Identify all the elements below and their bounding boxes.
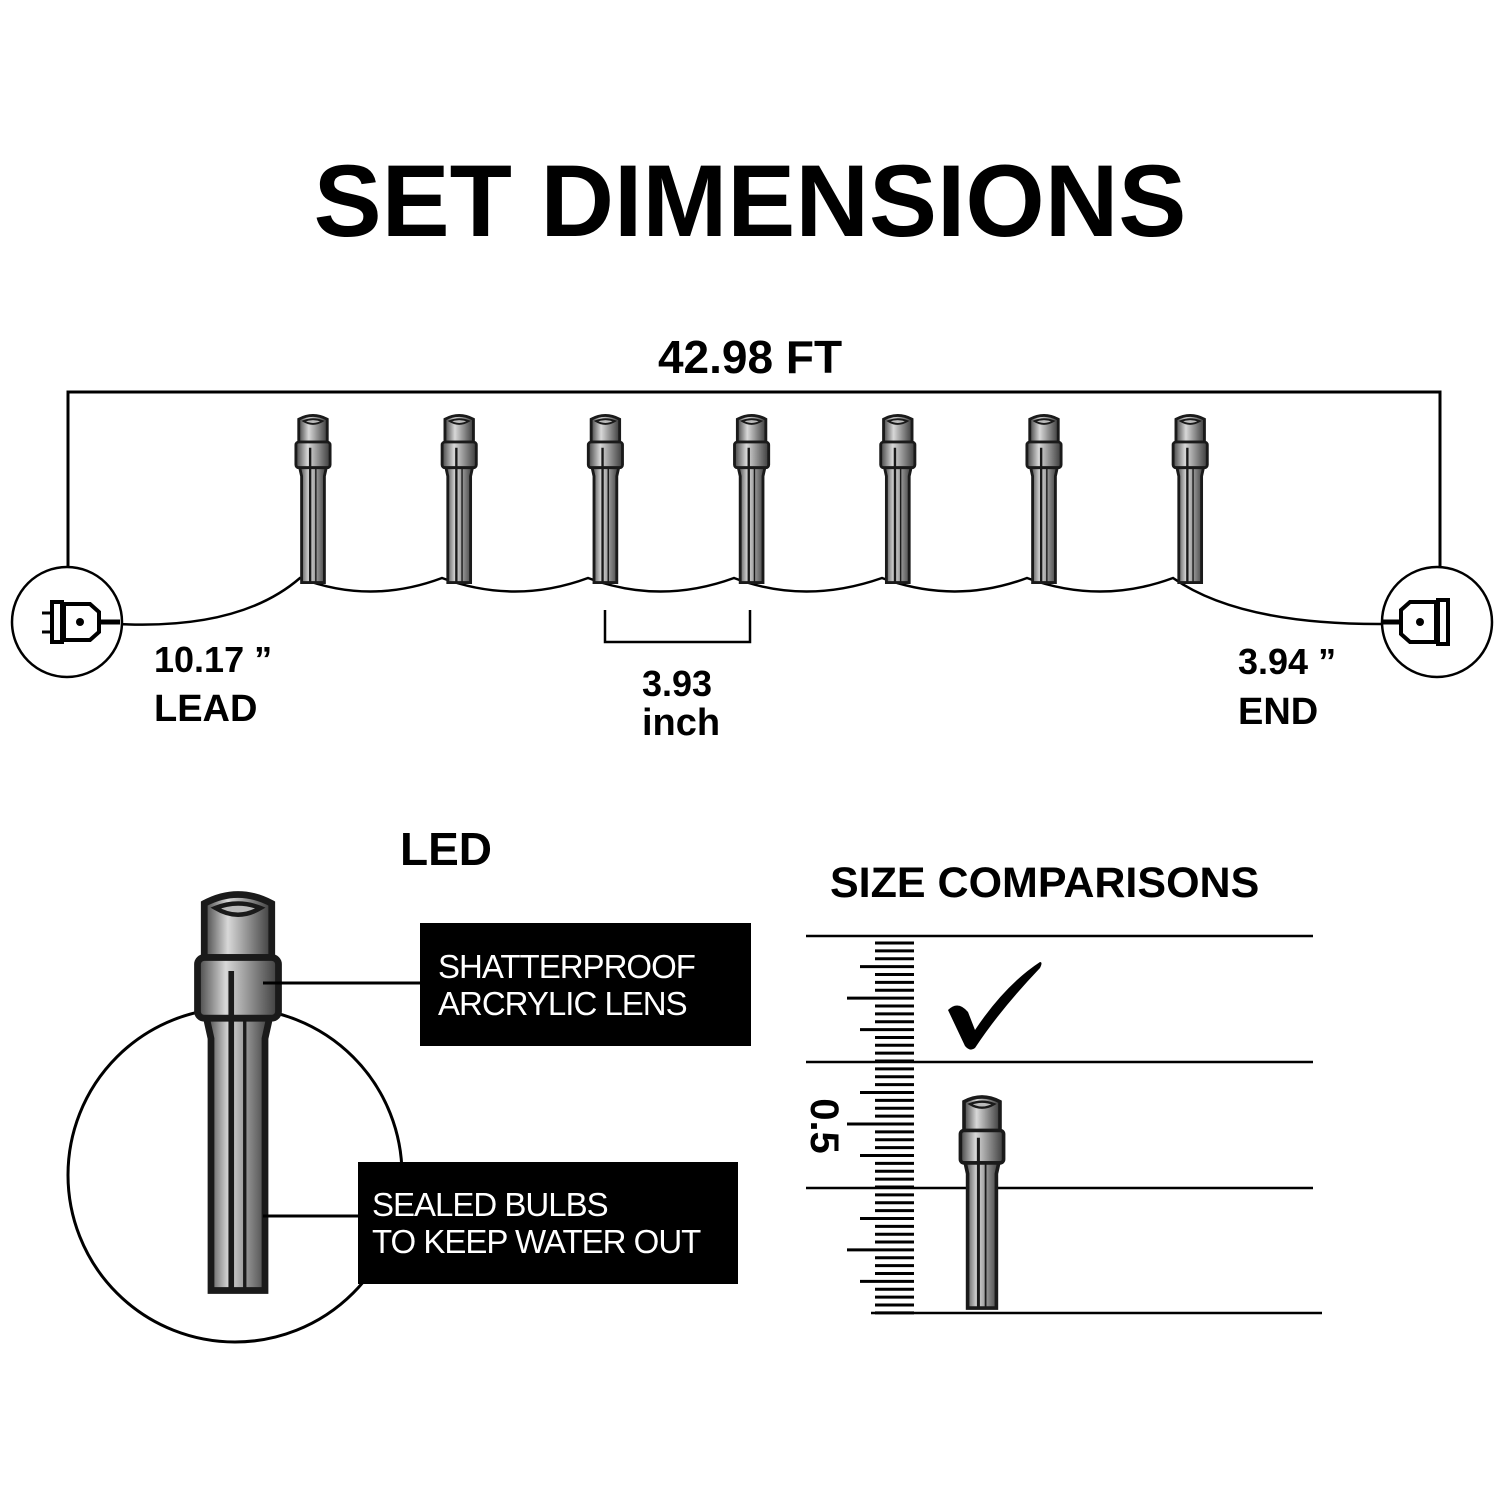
length-bracket (66, 390, 1442, 566)
ruler-icon (847, 941, 914, 1315)
callout-lens: SHATTERPROOF ARCRYLIC LENS (420, 923, 751, 1046)
end-value: 3.94 ” (1238, 641, 1337, 682)
page-title: SET DIMENSIONS (313, 144, 1187, 258)
led-bulb-icon (586, 413, 624, 585)
size-comparison-title: SIZE COMPARISONS (830, 859, 1260, 907)
lead-value: 10.17 ” (154, 639, 273, 680)
total-length-label: 42.98 FT (657, 331, 843, 383)
lead-label: LEAD (154, 688, 258, 730)
callout-sealed: SEALED BULBS TO KEEP WATER OUT (358, 1162, 738, 1284)
led-bulb-icon (294, 413, 332, 585)
end-label: END (1238, 691, 1319, 733)
callout-lens-line2: ARCRYLIC LENS (438, 984, 688, 1022)
led-size-sample (958, 1095, 1006, 1310)
wire (117, 576, 1386, 626)
ruler-label: 0.5 (801, 1098, 846, 1154)
callout-lens-line1: SHATTERPROOF (438, 947, 696, 985)
bulb-row (294, 413, 1209, 585)
led-bulb-icon (733, 413, 771, 585)
led-bulb-icon (440, 413, 478, 585)
checkmark-icon (948, 962, 1042, 1050)
led-bulb-icon (1025, 413, 1063, 585)
end-connector-icon (1380, 565, 1494, 679)
led-bulb-icon (1171, 413, 1209, 585)
callout-sealed-line2: TO KEEP WATER OUT (372, 1223, 701, 1260)
plug-icon (10, 565, 124, 679)
callout-sealed-line1: SEALED BULBS (372, 1186, 609, 1223)
spacing-unit: inch (642, 702, 721, 744)
led-bulb-icon (198, 895, 279, 1291)
led-bulb-icon (879, 413, 917, 585)
spacing-value: 3.93 (642, 663, 713, 704)
spacing-bracket (603, 610, 752, 644)
led-title: LED (400, 823, 492, 875)
